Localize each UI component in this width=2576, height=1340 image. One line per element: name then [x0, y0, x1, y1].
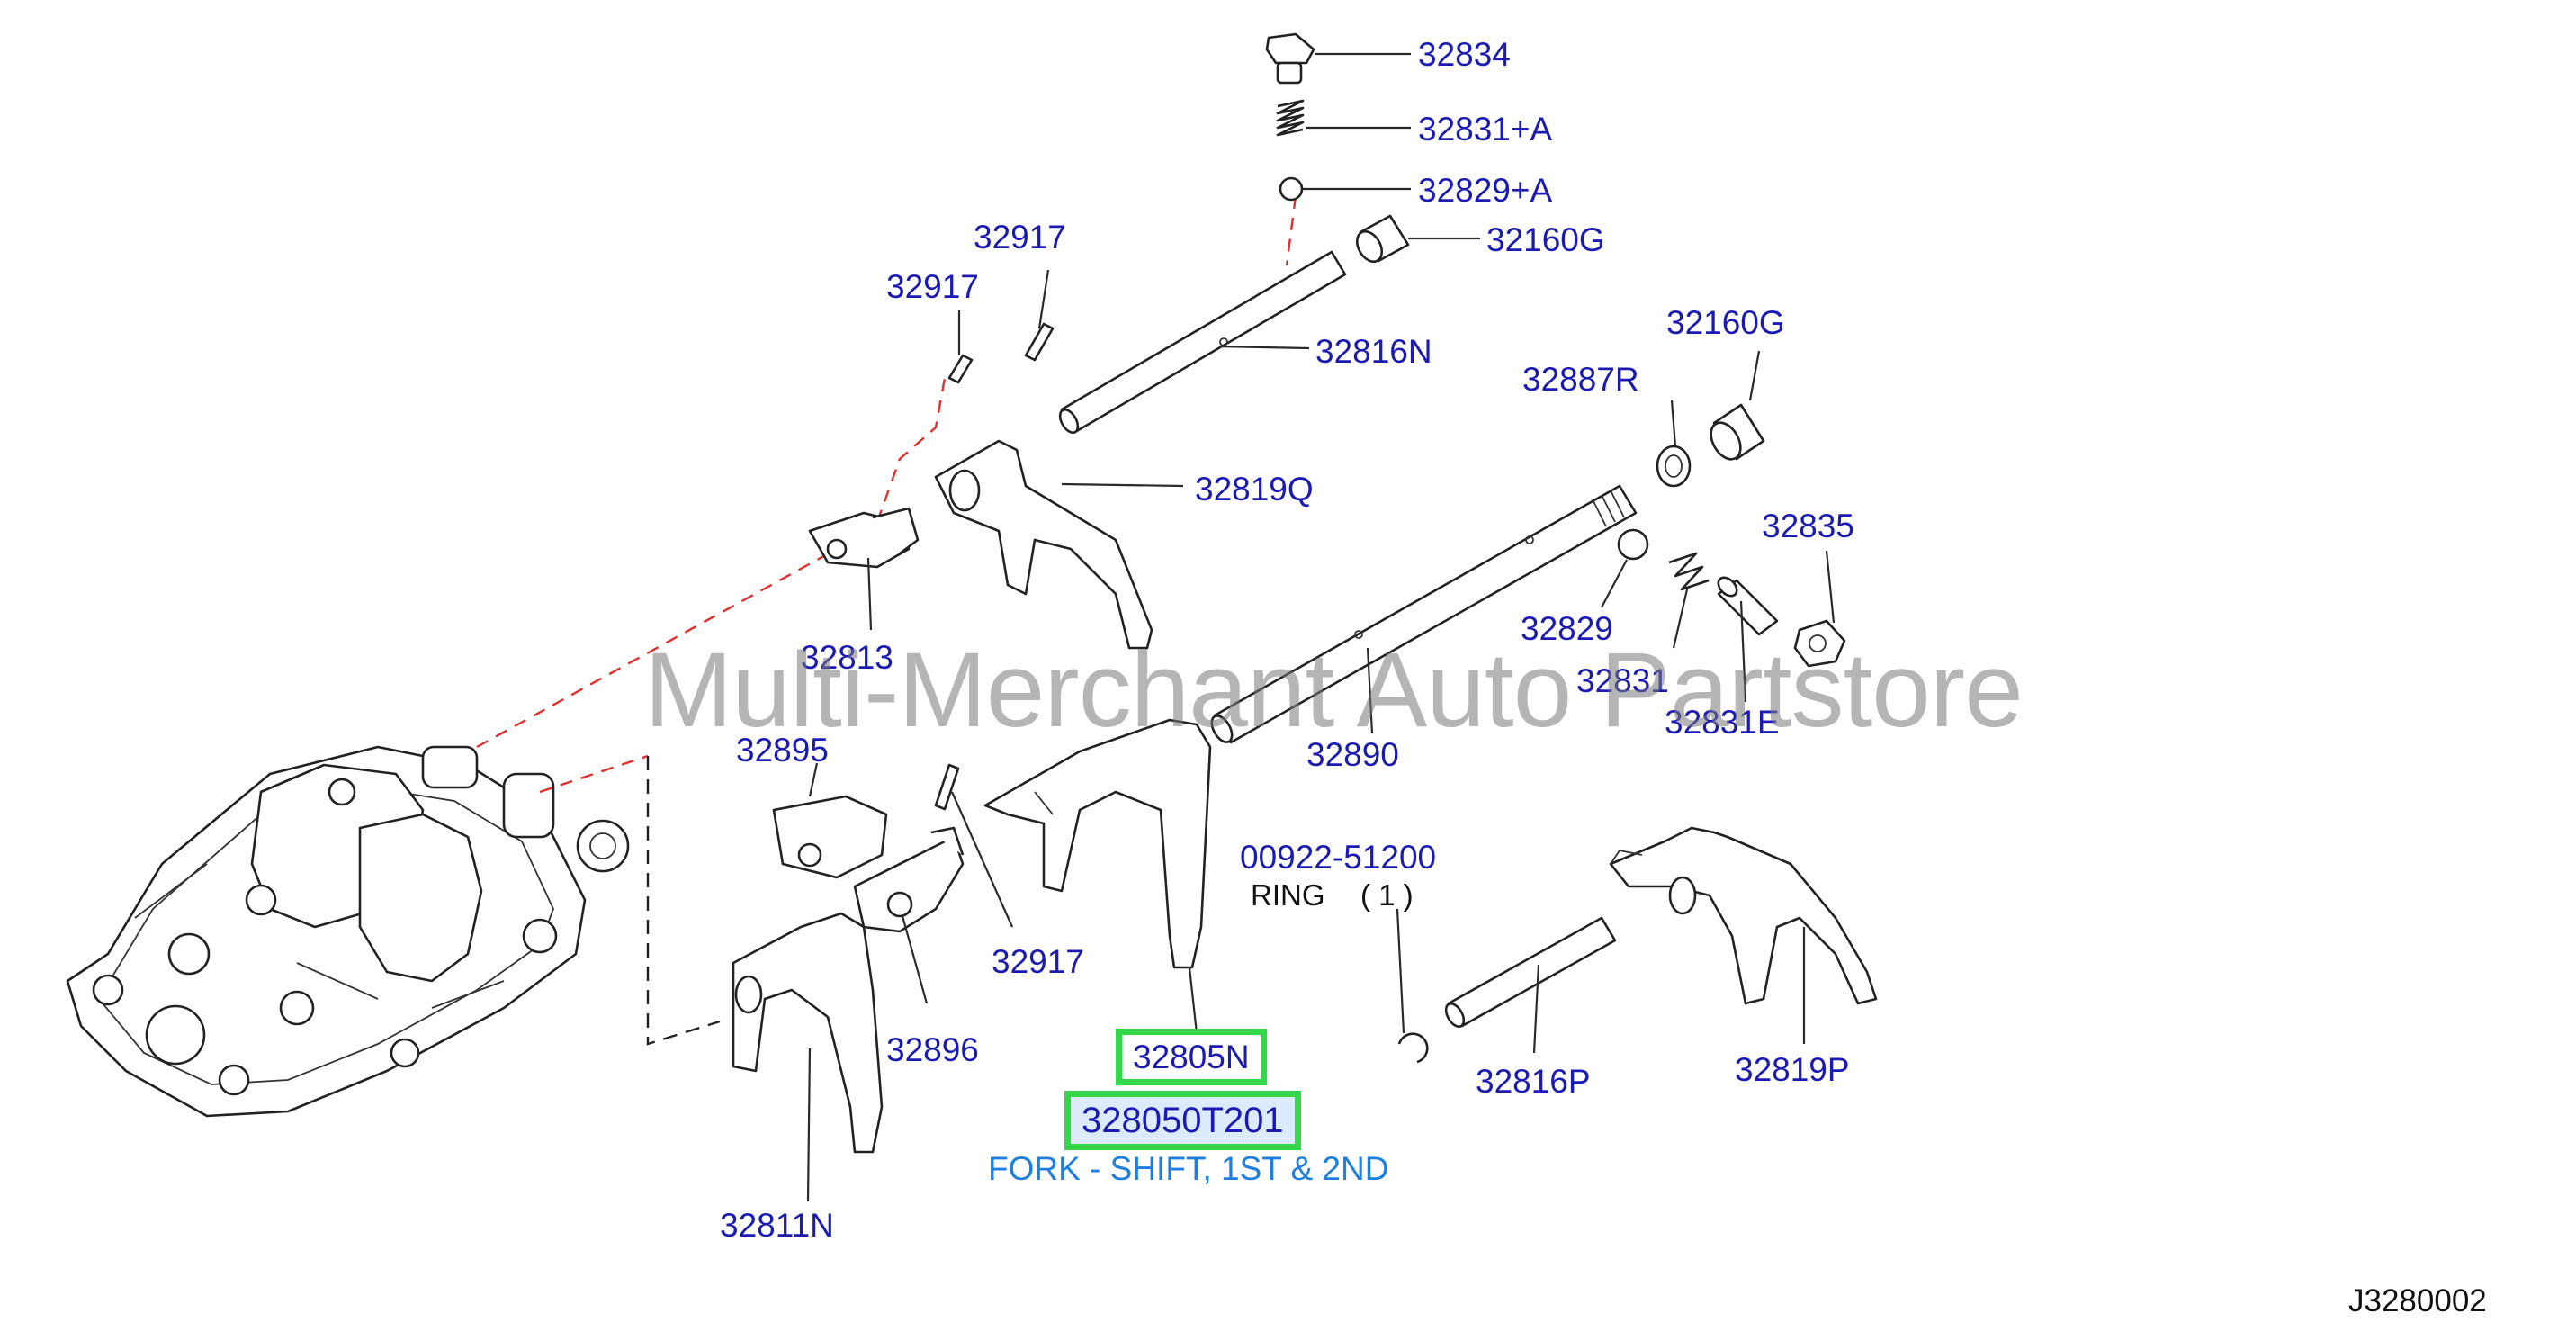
note-part-number[interactable]: 00922-51200: [1240, 839, 1437, 876]
label-32835[interactable]: 32835: [1762, 508, 1854, 544]
shift-fork-1st-2nd-illustration: [983, 718, 1212, 969]
label-32917-bottom[interactable]: 32917: [992, 943, 1084, 980]
shift-fork-upper-illustration: [934, 439, 1153, 650]
snap-ring-illustration: [1397, 1032, 1429, 1064]
shift-rod-lower-illustration: [1210, 484, 1638, 744]
bushing-top-illustration: [1355, 214, 1410, 264]
roll-pin-right-illustration: [1024, 322, 1055, 362]
shift-rod-upper-illustration: [1058, 250, 1347, 435]
leader-lines: [806, 52, 1836, 1202]
roll-pin-bottom-illustration: [934, 763, 960, 811]
label-32917-left[interactable]: 32917: [886, 268, 979, 305]
note-name: RING: [1251, 878, 1325, 912]
shift-fork-lower-left-illustration: [732, 912, 884, 1154]
note-quantity: ( 1 ): [1360, 878, 1414, 912]
label-32160g-top[interactable]: 32160G: [1486, 221, 1605, 258]
detent-spring-right-illustration: [1668, 552, 1710, 591]
label-32831a[interactable]: 32831+A: [1418, 111, 1553, 148]
ring-illustration: [1656, 445, 1692, 488]
label-32831[interactable]: 32831: [1576, 662, 1669, 699]
label-32829[interactable]: 32829: [1521, 610, 1613, 647]
label-32160g-mid[interactable]: 32160G: [1666, 304, 1785, 341]
label-32819q[interactable]: 32819Q: [1195, 471, 1314, 508]
plug-bolt-right-illustration: [1793, 619, 1846, 668]
label-32811n[interactable]: 32811N: [720, 1207, 834, 1244]
label-32816n[interactable]: 32816N: [1315, 333, 1432, 370]
detent-spring-illustration: [1276, 99, 1305, 137]
label-32813[interactable]: 32813: [801, 639, 893, 676]
shift-lever-illustration: [853, 826, 965, 933]
label-32819p[interactable]: 32819P: [1735, 1051, 1850, 1088]
label-32887r[interactable]: 32887R: [1522, 361, 1639, 398]
diagram-reference-code: J3280002: [2348, 1283, 2487, 1318]
shift-bracket-upper-illustration: [808, 507, 920, 569]
label-32890[interactable]: 32890: [1306, 736, 1399, 773]
label-32816p[interactable]: 32816P: [1476, 1063, 1591, 1100]
roll-pin-left-illustration: [947, 354, 974, 384]
watermark-text: Multi-Merchant Auto Partstore: [644, 631, 2024, 750]
label-32834[interactable]: 32834: [1418, 36, 1511, 73]
shift-bracket-lower-illustration: [772, 795, 888, 879]
bushing-mid-illustration: [1710, 403, 1765, 461]
label-32917-right[interactable]: 32917: [974, 219, 1066, 256]
detent-plug-illustration: [1265, 32, 1315, 85]
highlighted-catalog-number[interactable]: 328050T201: [1064, 1091, 1301, 1150]
highlighted-part-description: FORK - SHIFT, 1ST & 2ND: [988, 1150, 1389, 1187]
check-plunger-illustration: [1717, 576, 1779, 636]
detent-ball-illustration: [1279, 176, 1304, 202]
label-32831e[interactable]: 32831E: [1665, 704, 1780, 741]
label-32829a[interactable]: 32829+A: [1418, 172, 1553, 209]
shift-rod-bottom-illustration: [1444, 916, 1617, 1029]
label-32896[interactable]: 32896: [886, 1031, 979, 1068]
highlighted-part-number[interactable]: 32805N: [1116, 1029, 1267, 1085]
shift-fork-right-illustration: [1609, 826, 1878, 1005]
label-32895[interactable]: 32895: [736, 732, 829, 769]
transmission-case-illustration: [66, 745, 630, 1118]
detent-ball-right-illustration: [1617, 528, 1649, 561]
